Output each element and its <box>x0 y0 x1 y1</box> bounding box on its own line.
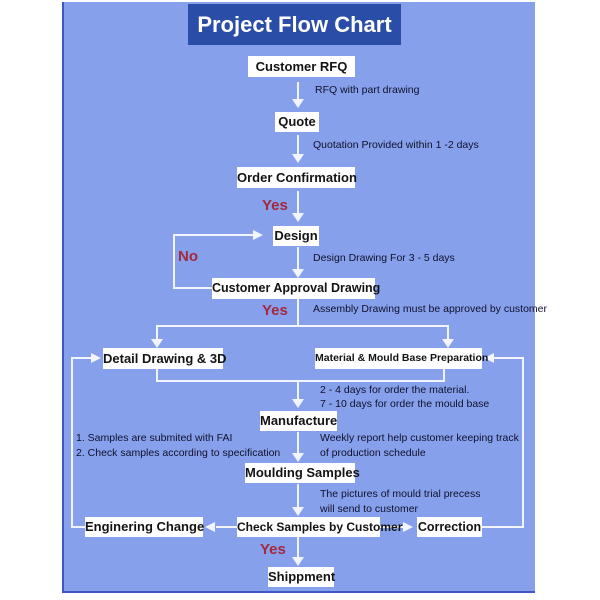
arrowhead-down-icon <box>292 557 304 566</box>
node-enginering-change: Enginering Change <box>85 517 204 537</box>
connector-order-design <box>297 191 299 214</box>
connector-no-loop-bottom <box>173 287 213 289</box>
annotation-rfq-with-part-drawing: RFQ with part drawing <box>315 84 420 96</box>
annotation-quotation-provided: Quotation Provided within 1 -2 days <box>313 139 479 151</box>
decision-yes-approval: Yes <box>262 302 288 319</box>
arrowhead-right-icon <box>403 522 413 532</box>
connector-rfq-quote <box>297 82 299 100</box>
connector-join-horizontal <box>156 380 445 382</box>
decision-yes-check-samples: Yes <box>260 541 286 558</box>
connector-approval-branch <box>297 299 299 327</box>
node-customer-rfq: Customer RFQ <box>248 56 355 77</box>
arrowhead-down-icon <box>292 213 304 222</box>
decision-yes-order-confirmation: Yes <box>262 197 288 214</box>
connector-join-right-stub <box>443 369 445 382</box>
page-title: Project Flow Chart <box>188 4 401 45</box>
node-shippment: Shippment <box>268 567 335 587</box>
arrowhead-down-icon <box>442 339 454 348</box>
arrowhead-left-icon <box>484 353 494 363</box>
node-design: Design <box>273 226 319 246</box>
connector-no-loop-vertical <box>173 234 175 289</box>
arrowhead-left-icon <box>205 522 215 532</box>
arrowhead-right-icon <box>91 353 101 363</box>
annotation-mould-trial-pictures-line1: The pictures of mould trial precess <box>320 488 481 500</box>
connector-branch-left <box>156 325 158 340</box>
node-manufacture: Manufacture <box>260 411 337 431</box>
connector-branch-right <box>447 325 449 340</box>
node-check-samples-by-customer: Check Samples by Customer <box>237 517 402 537</box>
arrowhead-down-icon <box>292 399 304 408</box>
connector-right-loop-vertical <box>522 357 524 528</box>
arrowhead-down-icon <box>292 507 304 516</box>
connector-check-engchange <box>216 526 238 528</box>
connector-join-left-stub <box>156 369 158 382</box>
annotation-samples-submitted-fai: 1. Samples are submited with FAI <box>76 432 233 444</box>
connector-right-loop-top <box>494 357 524 359</box>
arrowhead-down-icon <box>292 154 304 163</box>
annotation-weekly-report-line2: of production schedule <box>320 447 426 459</box>
annotation-order-mould-base-days: 7 - 10 days for order the mould base <box>320 398 490 410</box>
annotation-mould-trial-pictures-line2: will send to customer <box>320 503 419 515</box>
node-detail-drawing-3d: Detail Drawing & 3D <box>103 348 227 369</box>
connector-branch-horizontal <box>156 325 449 327</box>
connector-design-approval <box>297 247 299 270</box>
arrowhead-right-icon <box>253 230 263 240</box>
annotation-weekly-report-line1: Weekly report help customer keeping trac… <box>320 432 519 444</box>
connector-moulding-check <box>297 484 299 508</box>
connector-left-loop-top <box>71 357 91 359</box>
node-moulding-samples: Moulding Samples <box>245 463 360 483</box>
connector-left-loop-vertical <box>71 357 73 528</box>
annotation-check-samples-specification: 2. Check samples according to specificat… <box>76 447 281 459</box>
node-order-confirmation: Order Confirmation <box>237 167 357 188</box>
arrowhead-down-icon <box>151 339 163 348</box>
annotation-assembly-drawing-approved: Assembly Drawing must be approved by cus… <box>313 303 548 315</box>
connector-right-loop-bottom <box>482 526 524 528</box>
decision-no-approval: No <box>178 248 198 265</box>
node-quote: Quote <box>275 112 319 132</box>
connector-quote-order <box>297 135 299 155</box>
node-customer-approval-drawing: Customer Approval Drawing <box>212 278 380 299</box>
node-material-mould-base-preparation: Material & Mould Base Preparation <box>315 348 488 369</box>
arrowhead-down-icon <box>292 453 304 462</box>
node-correction: Correction <box>417 517 482 537</box>
annotation-order-material-days: 2 - 4 days for order the material. <box>320 384 470 396</box>
connector-check-shippment <box>297 536 299 558</box>
arrowhead-down-icon <box>292 99 304 108</box>
annotation-design-drawing-days: Design Drawing For 3 - 5 days <box>313 252 455 264</box>
connector-left-loop-bottom <box>71 526 86 528</box>
connector-check-correction <box>380 526 403 528</box>
connector-manufacture-moulding <box>297 432 299 454</box>
connector-join-manufacture <box>297 380 299 400</box>
arrowhead-down-icon <box>292 269 304 278</box>
connector-no-loop-top <box>173 234 253 236</box>
